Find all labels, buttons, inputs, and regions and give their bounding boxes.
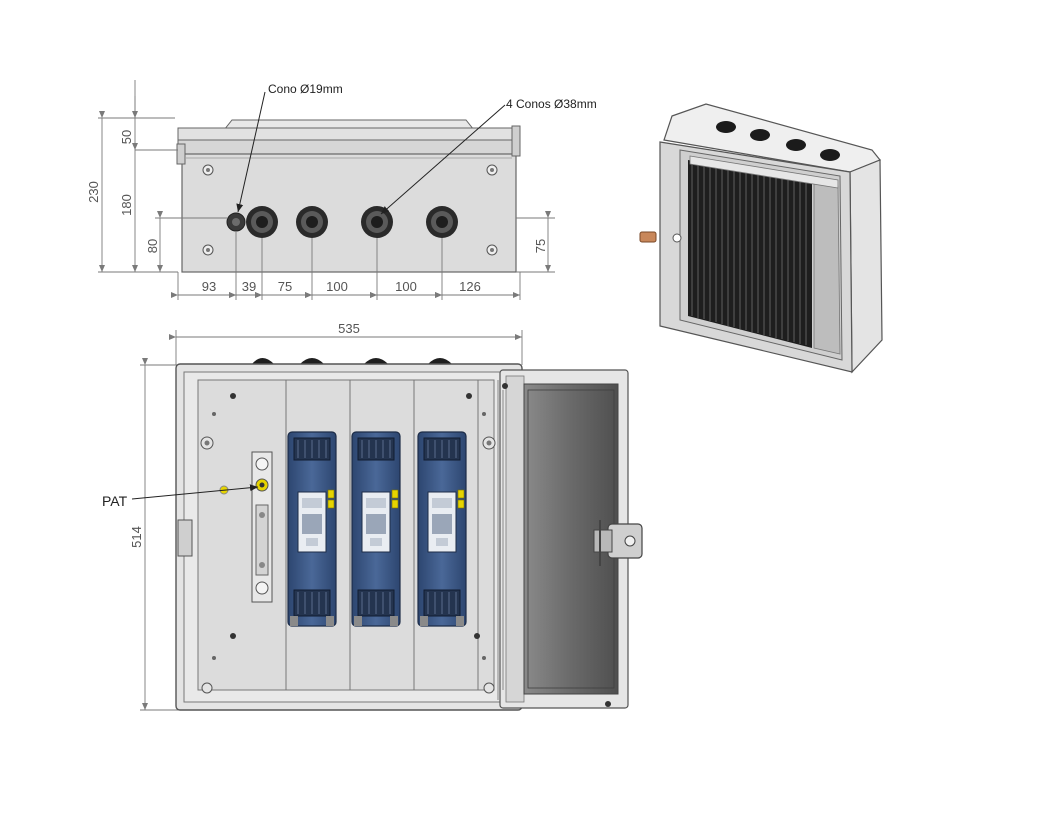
earth-bar bbox=[219, 451, 273, 603]
dim-230: 230 bbox=[86, 181, 101, 203]
latch-icon bbox=[639, 231, 657, 243]
fuse-carriers bbox=[287, 431, 467, 627]
fuse-carrier-3 bbox=[417, 431, 467, 627]
dim-39: 39 bbox=[242, 279, 256, 294]
plate-screws bbox=[200, 393, 496, 694]
open-door bbox=[497, 369, 643, 709]
dim-535: 535 bbox=[338, 321, 360, 336]
top-glands bbox=[252, 358, 452, 364]
fuse-carrier-2 bbox=[351, 431, 401, 627]
isometric-view bbox=[639, 103, 883, 374]
label-pat: PAT bbox=[102, 493, 128, 509]
dim-93: 93 bbox=[202, 279, 216, 294]
dim-180: 180 bbox=[119, 194, 134, 216]
dim-75: 75 bbox=[278, 279, 292, 294]
label-cones-38mm: 4 Conos Ø38mm bbox=[506, 97, 597, 111]
front-view-top: 50 230 180 80 75 93 39 75 100 100 126 bbox=[86, 80, 597, 300]
label-cone-19mm: Cono Ø19mm bbox=[268, 82, 343, 96]
cooling-fins bbox=[691, 162, 807, 345]
dim-50: 50 bbox=[119, 130, 134, 144]
width-dimension-line bbox=[169, 330, 523, 365]
hinge-left-icon bbox=[177, 519, 193, 557]
dim-514: 514 bbox=[129, 526, 144, 548]
dim-100-a: 100 bbox=[326, 279, 348, 294]
dim-75-right: 75 bbox=[533, 239, 548, 253]
horizontal-dimension-lines bbox=[171, 232, 521, 300]
cones-38mm-icon bbox=[246, 206, 458, 238]
fuse-carrier-1 bbox=[287, 431, 337, 627]
height-dimension-line bbox=[140, 358, 178, 711]
dim-126: 126 bbox=[459, 279, 481, 294]
dim-100-b: 100 bbox=[395, 279, 417, 294]
dim-80: 80 bbox=[145, 239, 160, 253]
cone-19mm-icon bbox=[226, 212, 246, 232]
corner-screws bbox=[202, 164, 498, 256]
open-cabinet-view: 535 514 bbox=[102, 321, 643, 711]
left-dimension-lines bbox=[98, 80, 555, 273]
